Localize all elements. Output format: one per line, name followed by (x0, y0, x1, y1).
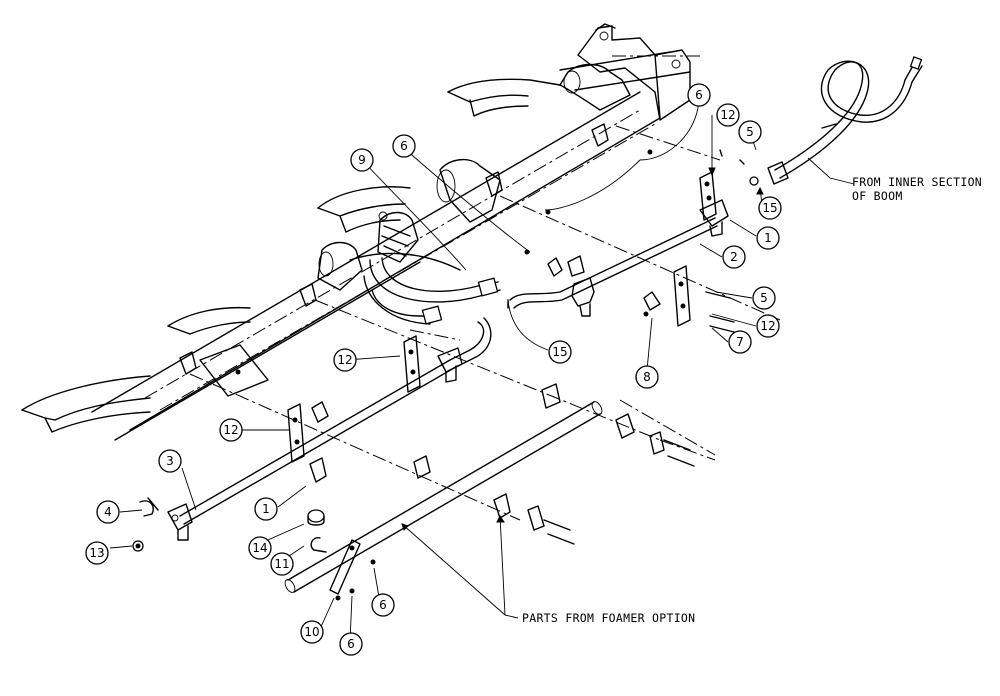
svg-text:15: 15 (762, 201, 777, 215)
svg-text:9: 9 (358, 153, 366, 167)
callouts: 6 12 5 15 1 2 5 12 7 8 6 9 15 12 12 3 4 … (85, 83, 782, 656)
note-foamer-option: PARTS FROM FOAMER OPTION (522, 611, 695, 625)
callout-12: 12 (756, 314, 780, 338)
svg-text:3: 3 (166, 454, 174, 468)
note-inner-section-line1: FROM INNER SECTION (852, 175, 982, 189)
note-inner-section-line2: OF BOOM (852, 189, 903, 203)
svg-text:15: 15 (552, 345, 567, 359)
spray-pipes (167, 171, 729, 541)
callout-4: 4 (96, 500, 120, 524)
callout-12: 12 (333, 348, 357, 372)
svg-text:7: 7 (736, 335, 744, 349)
svg-text:8: 8 (643, 370, 651, 384)
notes: FROM INNER SECTION OF BOOM PARTS FROM FO… (522, 175, 982, 625)
svg-text:1: 1 (262, 502, 270, 516)
callout-3: 3 (158, 449, 182, 473)
boom-assembly (21, 23, 691, 441)
callout-14: 14 (248, 536, 272, 560)
svg-text:13: 13 (89, 546, 104, 560)
callout-6: 6 (339, 632, 363, 656)
svg-text:6: 6 (379, 598, 387, 612)
leader-lines (109, 94, 855, 642)
callout-9: 9 (350, 148, 374, 172)
svg-text:6: 6 (400, 139, 408, 153)
svg-text:6: 6 (695, 88, 703, 102)
assembly-lines (189, 55, 781, 521)
callout-11: 11 (270, 552, 294, 576)
callout-15: 15 (758, 196, 782, 220)
callout-5: 5 (752, 286, 776, 310)
callout-13: 13 (85, 541, 109, 565)
svg-text:12: 12 (760, 319, 775, 333)
callout-6: 6 (371, 593, 395, 617)
callout-15: 15 (548, 340, 572, 364)
callout-1: 1 (756, 226, 780, 250)
upper-hardware (524, 149, 759, 333)
svg-text:12: 12 (223, 423, 238, 437)
svg-text:12: 12 (720, 108, 735, 122)
foamer-parts (132, 383, 695, 601)
svg-text:14: 14 (252, 541, 267, 555)
hoses (349, 56, 923, 325)
svg-text:10: 10 (304, 625, 319, 639)
callout-12: 12 (219, 418, 243, 442)
callout-2: 2 (722, 245, 746, 269)
callout-5: 5 (738, 120, 762, 144)
svg-text:11: 11 (274, 557, 289, 571)
callout-12: 12 (716, 103, 740, 127)
svg-text:2: 2 (730, 250, 738, 264)
svg-text:5: 5 (760, 291, 768, 305)
callout-6: 6 (687, 83, 711, 107)
callout-6: 6 (392, 134, 416, 158)
svg-text:6: 6 (347, 637, 355, 651)
callout-1: 1 (254, 497, 278, 521)
svg-text:4: 4 (104, 505, 112, 519)
svg-text:12: 12 (337, 353, 352, 367)
callout-8: 8 (635, 365, 659, 389)
svg-text:5: 5 (746, 125, 754, 139)
callout-10: 10 (300, 620, 324, 644)
svg-text:1: 1 (764, 231, 772, 245)
callout-7: 7 (728, 330, 752, 354)
